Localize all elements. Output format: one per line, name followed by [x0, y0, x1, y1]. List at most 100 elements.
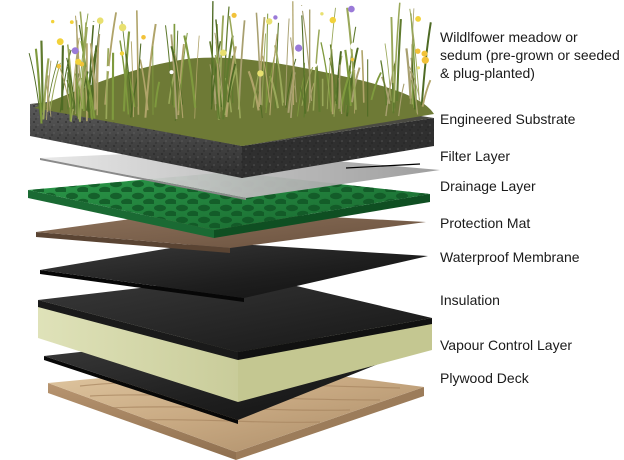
grass-blade	[345, 26, 357, 105]
grass-blade	[47, 75, 49, 113]
grass-blade	[194, 35, 200, 119]
filter-leader-line	[345, 163, 421, 169]
insulation-layer	[38, 275, 432, 402]
grass-blade	[209, 41, 221, 120]
grass-blade	[409, 8, 420, 100]
flower-head	[350, 57, 355, 62]
flower-head	[75, 58, 82, 65]
grass-blade	[292, 1, 295, 106]
grass-blade	[91, 20, 101, 106]
grass-blade	[144, 23, 157, 118]
flower-head	[69, 20, 74, 24]
grass-blade	[380, 60, 388, 106]
flower-head	[56, 38, 64, 46]
grass-blade	[214, 54, 224, 111]
grass-blade	[301, 15, 306, 114]
flower-head	[300, 5, 306, 11]
grass-blade	[409, 66, 421, 102]
grass-blade	[216, 63, 220, 107]
grass-blade	[86, 51, 97, 111]
grass-blade	[384, 43, 392, 101]
grass-blade	[285, 18, 290, 106]
label-vapour-control-layer: Vapour Control Layer	[440, 337, 573, 353]
flower-head	[415, 16, 421, 22]
flower-head	[415, 48, 421, 54]
grass-blade	[405, 48, 412, 99]
grass-blade	[255, 12, 262, 105]
grass-blade	[396, 19, 402, 102]
grass-blade	[154, 81, 161, 108]
label-wildflower-meadow: Wildlfower meadow or sedum (pre-grown or…	[440, 29, 620, 81]
flower-head	[91, 21, 96, 26]
grass-blade	[82, 65, 96, 119]
grass-blade	[74, 73, 83, 109]
grass-blade	[225, 46, 237, 118]
grass-blade	[346, 7, 357, 110]
flower-head	[329, 16, 336, 24]
flower-head	[231, 12, 237, 18]
flower-head	[350, 42, 358, 50]
flower-head	[421, 50, 428, 57]
grass-blade	[285, 58, 297, 108]
label-plywood-deck: Plywood Deck	[440, 370, 529, 386]
grass-blade	[361, 50, 365, 103]
wildflower-meadow-layer	[28, 1, 434, 146]
grass-blade	[301, 66, 314, 106]
grass-blade	[34, 48, 43, 124]
flower-head	[51, 19, 55, 24]
grass-blade	[66, 57, 77, 114]
grass-blade	[105, 48, 110, 120]
drainage-layer	[28, 172, 430, 238]
grass-blade	[89, 43, 97, 110]
grass-blade	[42, 58, 50, 120]
label-filter-layer: Filter Layer	[440, 148, 511, 164]
grass-blade	[274, 44, 284, 106]
label-insulation: Insulation	[440, 292, 500, 308]
grass-blade	[398, 83, 405, 117]
grass-blade	[178, 32, 188, 111]
label-protection-mat: Protection Mat	[440, 215, 531, 231]
grass-blade	[315, 65, 321, 112]
grass-blade	[59, 49, 72, 113]
grass-blade	[338, 78, 343, 115]
grass-blade	[81, 22, 87, 109]
grass-blade	[211, 1, 214, 104]
flower-head	[278, 52, 283, 56]
flower-head	[119, 51, 125, 56]
grass-blade	[351, 67, 361, 103]
flower-head	[118, 23, 127, 32]
grass-blade	[222, 35, 234, 120]
grass-blade	[409, 71, 419, 115]
grass-blade	[370, 72, 382, 101]
grass-blade	[183, 35, 197, 108]
grass-blade	[262, 55, 271, 103]
grass-blade	[307, 82, 315, 112]
flower-head	[320, 12, 324, 16]
grass-blade	[177, 43, 185, 116]
label-engineered-substrate: Engineered Substrate	[440, 111, 576, 127]
flower-head	[105, 66, 111, 72]
flower-head	[257, 70, 264, 77]
grass-blade	[326, 7, 336, 110]
grass-blade	[130, 41, 135, 118]
grass-blade	[247, 70, 260, 111]
grass-blade	[227, 63, 237, 103]
flower-head	[266, 18, 273, 25]
grass-blade	[67, 66, 74, 107]
flower-head	[169, 70, 174, 75]
flower-head	[96, 17, 104, 25]
flower-head	[348, 5, 355, 13]
grass-blade	[28, 52, 41, 115]
label-drainage-layer: Drainage Layer	[440, 178, 536, 194]
grass-blade	[287, 72, 296, 113]
waterproof-membrane-layer	[40, 242, 428, 302]
grass-blade	[135, 10, 140, 115]
flower-head	[420, 41, 425, 47]
grass-blade	[46, 60, 52, 121]
grass-blade	[258, 17, 266, 107]
flower-head	[141, 35, 146, 40]
grass-blade	[96, 47, 100, 116]
grass-blade	[40, 40, 44, 113]
grass-blade	[320, 42, 333, 112]
